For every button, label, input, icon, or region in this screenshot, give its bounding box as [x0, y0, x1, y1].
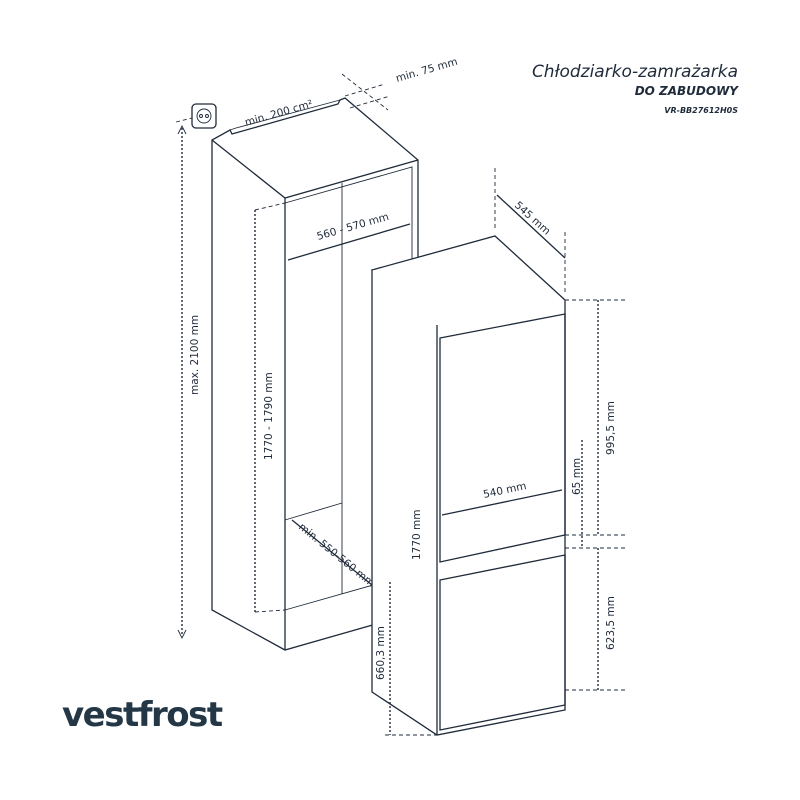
lower-section-dimension — [385, 582, 437, 736]
product-title: Chłodziarko-zamrażarka — [531, 62, 738, 82]
door-gap-label: 65 mm — [571, 458, 583, 495]
brand-logo: vestfrost — [62, 695, 223, 735]
lower-door — [439, 554, 566, 731]
niche-width-label: 560 - 570 mm — [316, 211, 391, 243]
top-gap-dimension — [341, 73, 391, 111]
top-gap-label: min. 75 mm — [395, 56, 459, 85]
right-dimensions — [565, 299, 625, 691]
max-height-dimension: max. 2100 mm — [177, 124, 201, 640]
appliance-depth-label: 545 mm — [512, 199, 553, 237]
niche-depth-label: min. 550-560 mm — [296, 521, 377, 590]
door-width-line — [441, 489, 563, 516]
model-number: VR-BB27612H0S — [664, 106, 738, 115]
lower-door-label: 623,5 mm — [605, 596, 617, 650]
product-subtitle: DO ZABUDOWY — [634, 84, 738, 98]
niche-depth-line — [291, 519, 373, 586]
max-height-label: max. 2100 mm — [189, 315, 201, 395]
fridge-appliance — [370, 235, 567, 736]
power-socket-icon — [175, 103, 217, 129]
appliance-height-label: 1770 mm — [411, 509, 423, 560]
niche-height-dimension — [254, 202, 286, 613]
header: Chłodziarko-zamrażarka DO ZABUDOWY VR-BB… — [532, 62, 738, 115]
upper-door-label: 995,5 mm — [605, 401, 617, 455]
niche-height-label: 1770 - 1790 mm — [263, 372, 275, 460]
lower-section-label: 660,3 mm — [375, 626, 387, 680]
appliance-depth-dimension — [494, 168, 566, 295]
niche-width-line — [287, 223, 411, 261]
